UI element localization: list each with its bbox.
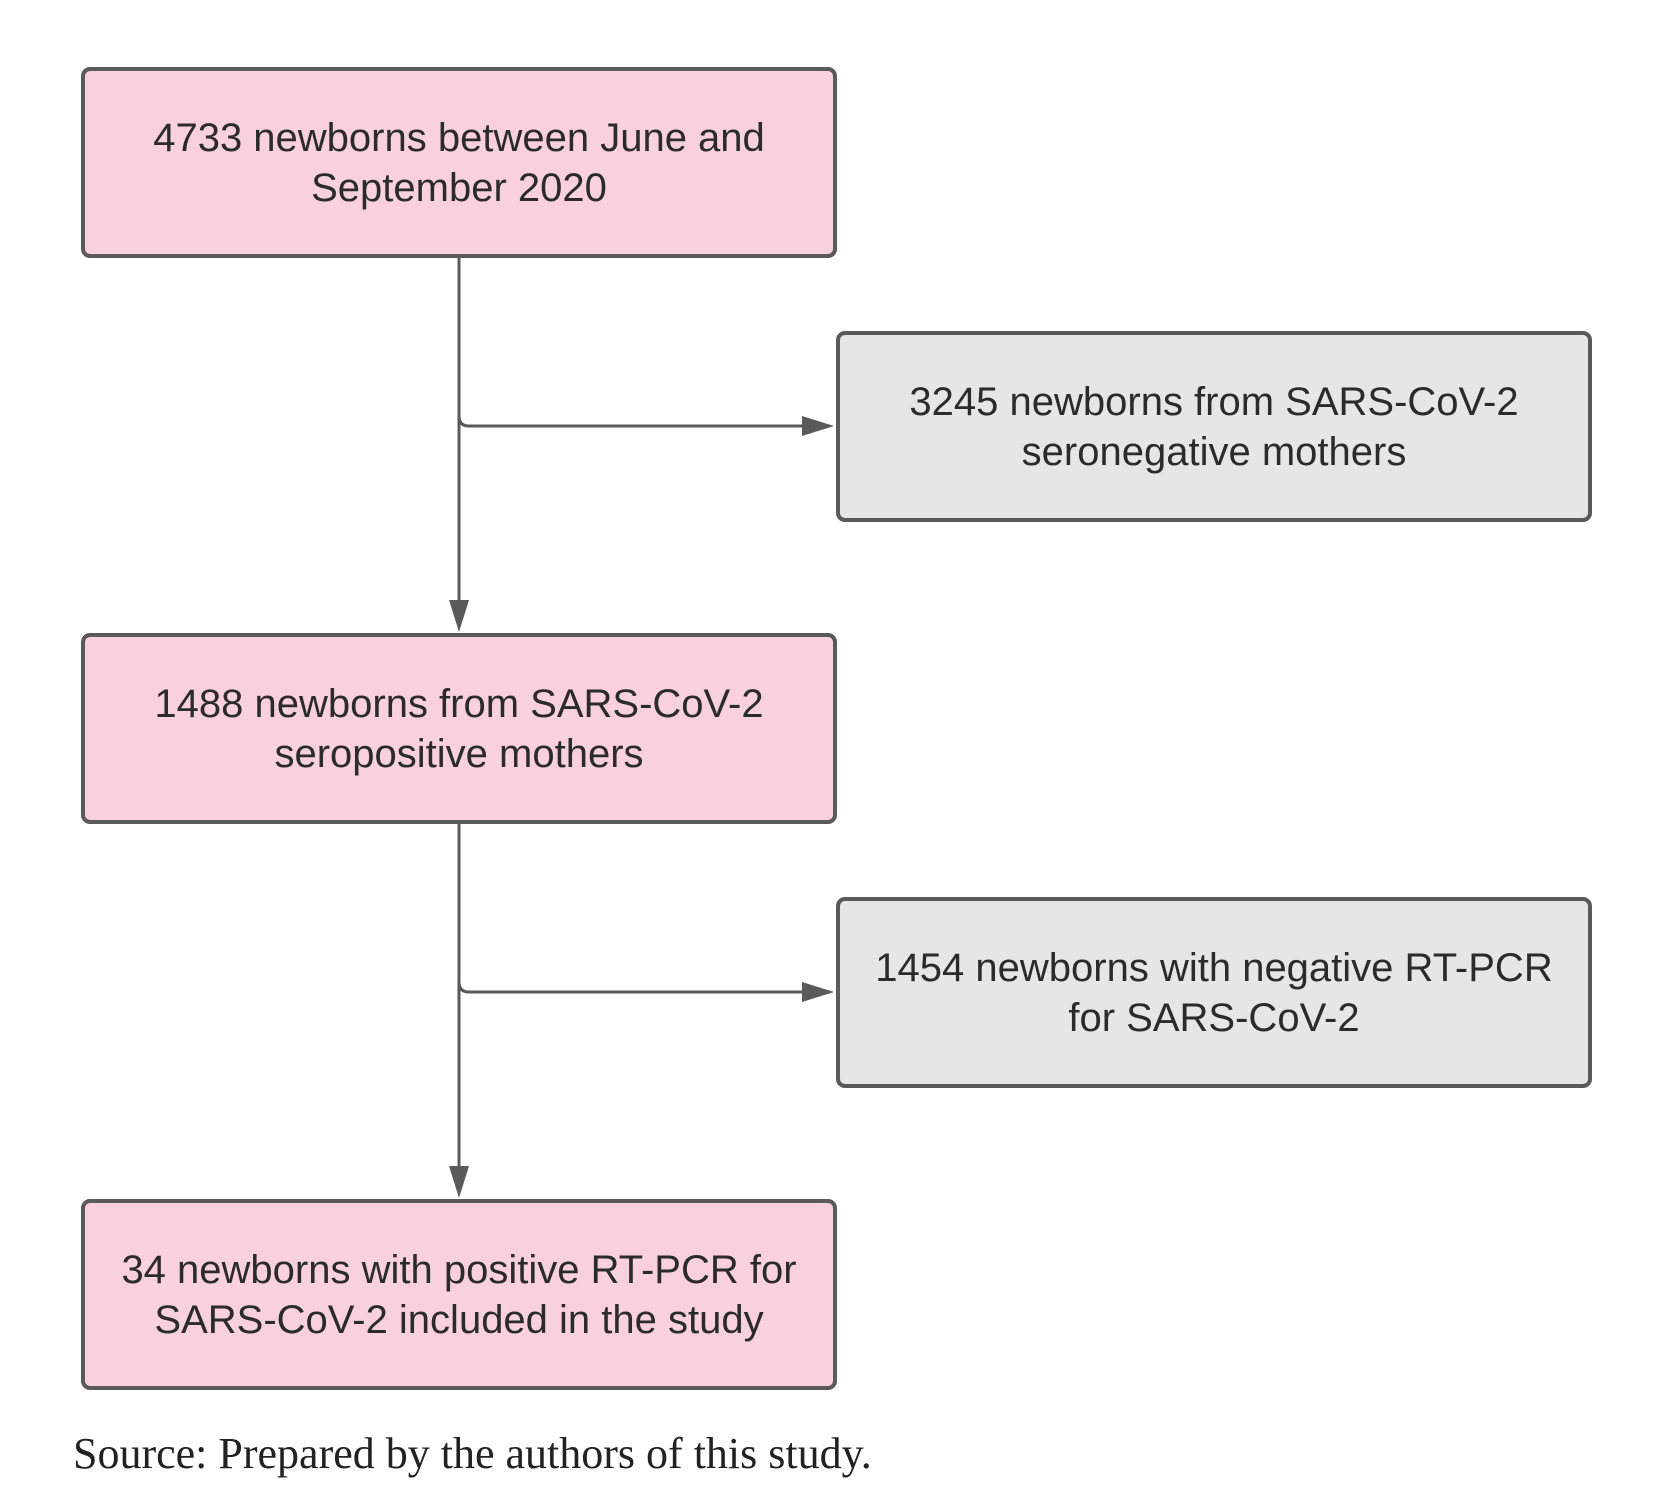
node-negative-pcr-excluded: 1454 newborns with negative RT-PCR for S…: [836, 897, 1592, 1088]
node-seronegative-excluded: 3245 newborns from SARS-CoV-2 seronegati…: [836, 331, 1592, 522]
node-newborns-total: 4733 newborns between June and September…: [81, 67, 837, 258]
node-positive-pcr-included: 34 newborns with positive RT-PCR for SAR…: [81, 1199, 837, 1390]
arrowhead-n3-n5: [449, 1166, 469, 1198]
node-seropositive: 1488 newborns from SARS-CoV-2 seropositi…: [81, 633, 837, 824]
arrowhead-n1-n3: [449, 600, 469, 632]
arrowhead-n3-n4: [802, 982, 834, 1002]
node-seropositive-text: 1488 newborns from SARS-CoV-2 seropositi…: [154, 681, 764, 776]
connector-n1-n2: [457, 415, 804, 428]
node-newborns-total-text: 4733 newborns between June and September…: [153, 115, 765, 210]
source-note: Source: Prepared by the authors of this …: [73, 1429, 872, 1478]
connector-n3-n4: [457, 981, 804, 994]
node-positive-pcr-included-text: 34 newborns with positive RT-PCR for SAR…: [121, 1247, 797, 1342]
node-negative-pcr-excluded-text: 1454 newborns with negative RT-PCR for S…: [875, 945, 1553, 1040]
node-seronegative-excluded-text: 3245 newborns from SARS-CoV-2 seronegati…: [909, 379, 1519, 474]
arrowhead-n1-n2: [802, 416, 834, 436]
